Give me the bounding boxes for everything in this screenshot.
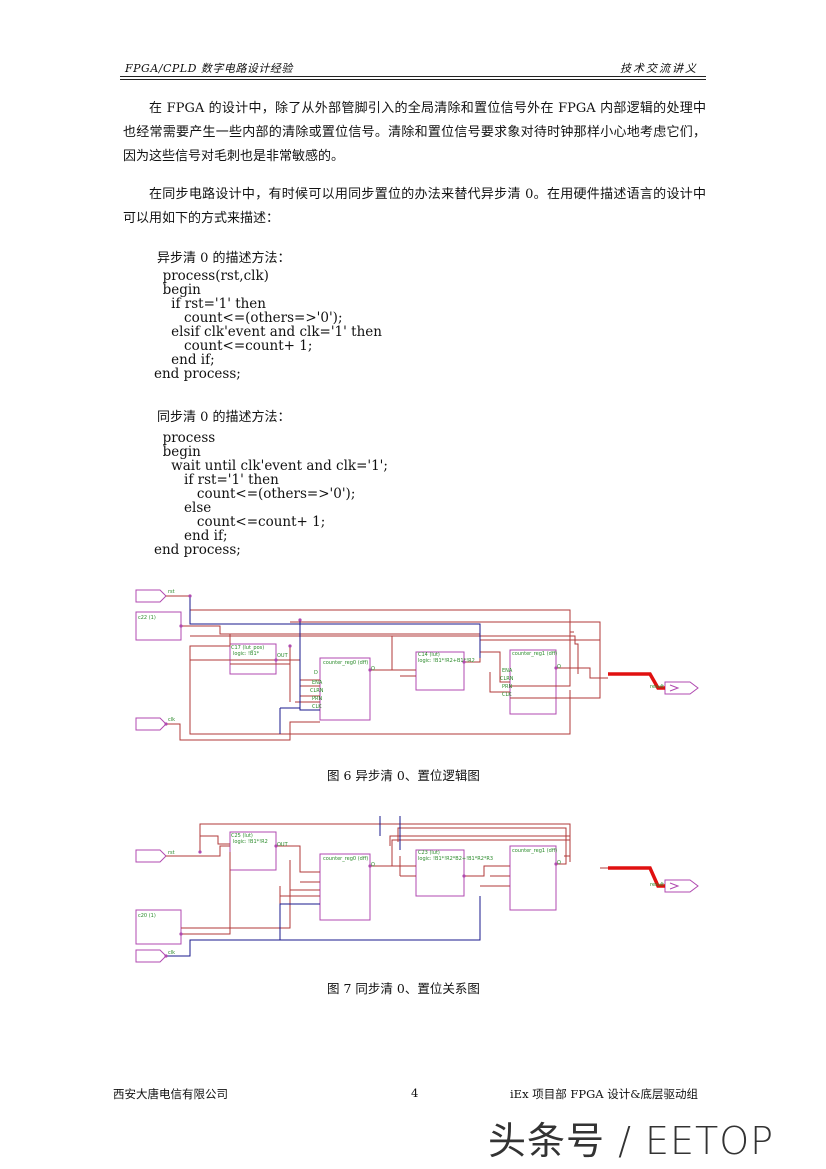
label-c25-logic: logic: !B1*!R2	[233, 839, 268, 845]
label-out-c25: OUT	[277, 842, 289, 848]
label-clk: clk	[168, 950, 175, 956]
label-c17-logic: logic: !B1*	[233, 651, 260, 657]
pin-ena-reg0: ENA	[312, 680, 323, 686]
header-rule-thin	[120, 79, 706, 80]
paragraph-text: 在同步电路设计中，有时候可以用同步置位的办法来替代异步清 0。在用硬件描述语言的…	[123, 187, 706, 226]
header-rule	[120, 76, 706, 77]
paragraph-reset-intro: 在 FPGA 的设计中，除了从外部管脚引入的全局清除和置位信号外在 FPGA 内…	[123, 97, 706, 169]
pin-clk-reg1: CLK	[502, 692, 512, 698]
rst-input-pin	[135, 589, 167, 603]
pin-q-reg1: Q	[557, 860, 561, 866]
c23-lut	[415, 849, 465, 897]
pin-ena-reg1: ENA	[502, 668, 513, 674]
clk-input-pin	[135, 717, 167, 731]
counter-reg1	[509, 649, 557, 715]
pin-prn-reg0: PRN	[312, 696, 322, 702]
sync-code-label: 同步清 0 的描述方法：	[157, 410, 291, 425]
c25-lut	[229, 831, 277, 871]
paragraph-text: 在 FPGA 的设计中，除了从外部管脚引入的全局清除和置位信号外在 FPGA 内…	[123, 101, 706, 164]
async-code-label: 异步清 0 的描述方法：	[157, 251, 291, 266]
paragraph-sync-intro: 在同步电路设计中，有时候可以用同步置位的办法来替代异步清 0。在用硬件描述语言的…	[123, 183, 706, 231]
label-result: result	[650, 882, 664, 888]
result-output-pin	[664, 681, 699, 695]
rst-input-pin	[135, 849, 167, 863]
c20-cell	[135, 909, 182, 945]
label-reg1: counter_reg1 (dff)	[512, 651, 557, 657]
pin-clk-reg0: CLK	[312, 704, 322, 710]
pin-prn-reg1: PRN	[502, 684, 512, 690]
async-code-block: process(rst,clk) begin if rst='1' then c…	[154, 268, 382, 382]
label-rst: rst	[168, 850, 175, 856]
label-c22: c22 (1)	[138, 615, 156, 621]
label-result: result	[650, 684, 664, 690]
footer-page-number: 4	[411, 1086, 419, 1100]
label-c14-logic: logic: !B1*!R2+B1*!R2	[418, 658, 475, 664]
footer-company: 西安大唐电信有限公司	[113, 1087, 228, 1101]
counter-reg0	[319, 853, 371, 921]
footer-department: iEx 项目部 FPGA 设计&底层驱动组	[510, 1087, 698, 1101]
label-c23: C23 (lut)	[418, 850, 440, 856]
clk-input-pin	[135, 949, 167, 963]
label-clk: clk	[168, 717, 175, 723]
sync-code-block: process begin wait until clk'event and c…	[154, 430, 388, 558]
label-reg1: counter_reg1 (dff)	[512, 848, 557, 854]
counter-reg0	[319, 657, 371, 721]
label-rst: rst	[168, 589, 175, 595]
label-c20: c20 (1)	[138, 913, 156, 919]
pin-clrn-reg1: CLRN	[500, 676, 514, 682]
pin-clrn-reg0: CLRN	[310, 688, 324, 694]
pin-d-reg0: D	[314, 670, 318, 676]
figure7-caption: 图 7 同步清 0、置位关系图	[327, 981, 480, 996]
label-c14: C14 (lut)	[418, 652, 440, 658]
label-reg0: counter_reg0 (dff)	[323, 660, 368, 666]
label-c17: C17 (lut_pos)	[231, 645, 264, 651]
header-doc-title: FPGA/CPLD 数字电路设计经验	[125, 62, 293, 75]
pin-q-reg1: Q	[557, 664, 561, 670]
result-output-pin	[664, 879, 699, 893]
counter-reg1	[509, 845, 557, 911]
figure-sync-schematic: rst clk c20 (1) C25 (lut) logic: !B1*!R2…	[135, 816, 699, 963]
c14-lut	[415, 651, 465, 691]
label-c25: C25 (lut)	[231, 833, 253, 839]
label-reg0: counter_reg0 (dff)	[323, 856, 368, 862]
header-lecture-label: 技术交流讲义	[620, 62, 698, 75]
output-bus	[608, 866, 665, 888]
figure-async-schematic: rst clk c22 (1) C17 (lut_pos) logic: !B1…	[135, 589, 699, 741]
pin-q-reg0: Q	[371, 666, 375, 672]
label-out-c17: OUT	[277, 653, 289, 659]
pin-q-reg0: Q	[371, 862, 375, 868]
figure6-caption: 图 6 异步清 0、置位逻辑图	[327, 768, 480, 783]
output-bus	[608, 672, 665, 690]
watermark: 头条号 / EETOP	[488, 1119, 775, 1163]
label-c23-logic: logic: !B1*!R2*B2+!B1*R2*R3	[418, 856, 493, 862]
